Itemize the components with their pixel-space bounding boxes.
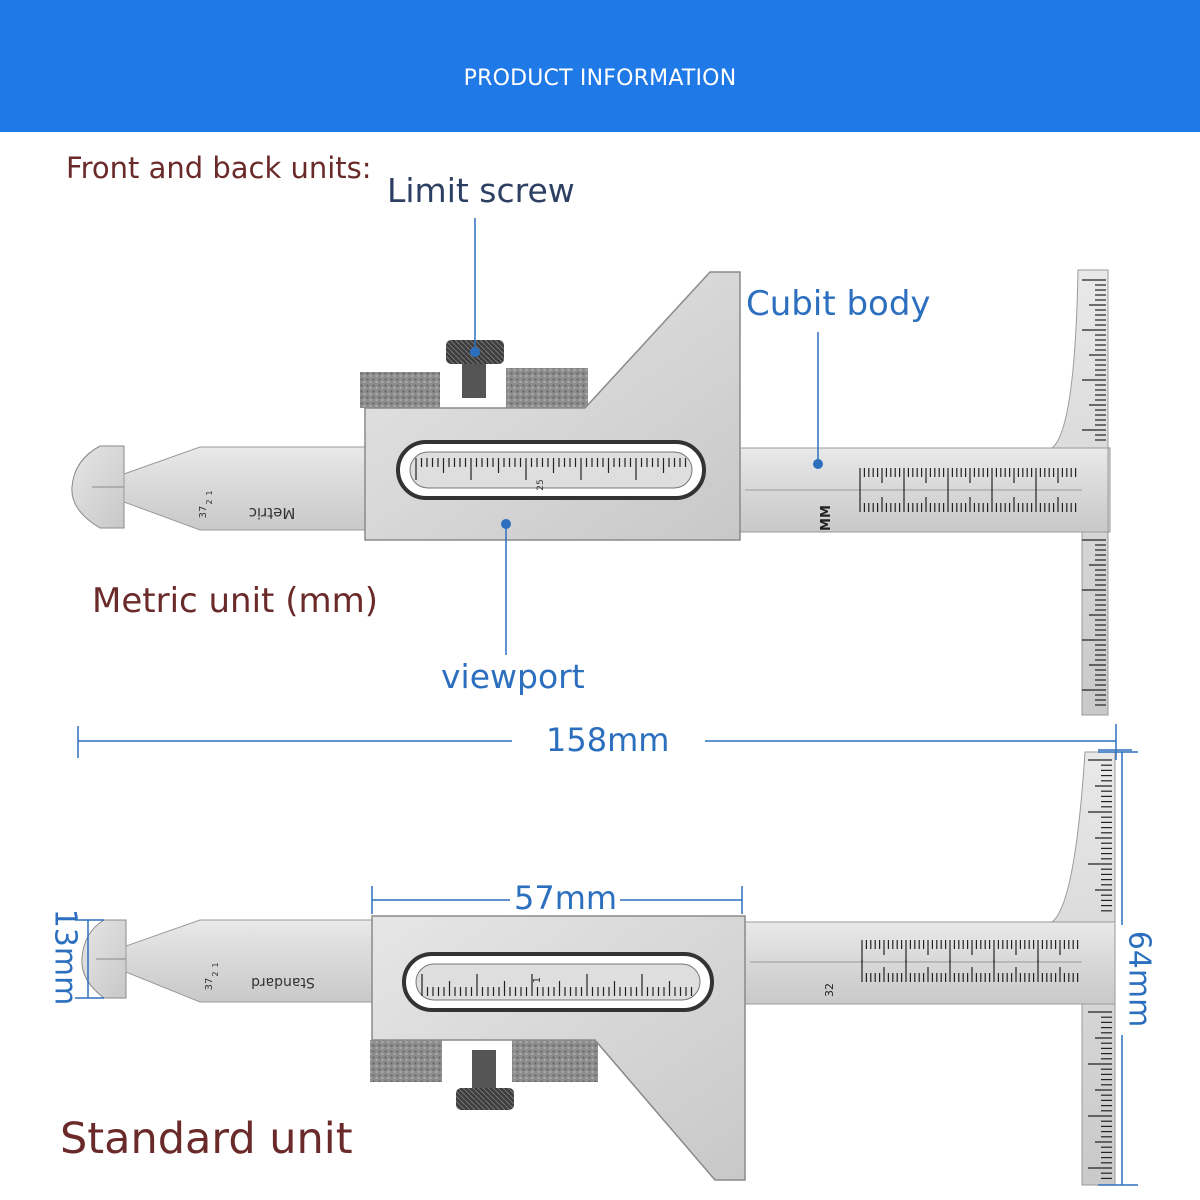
engraving-fraction-den: 2 xyxy=(205,499,214,504)
metric-gauge xyxy=(71,269,1111,716)
callout-lines xyxy=(75,218,1138,1186)
engraving-32: 32 xyxy=(823,983,836,997)
engraving-fraction-num: 1 xyxy=(205,490,214,495)
standard-cubit-bar xyxy=(744,921,1116,1005)
metric-grit-left xyxy=(360,372,440,408)
limit-screw-label: Limit screw xyxy=(387,171,575,210)
banner-title: PRODUCT INFORMATION xyxy=(463,66,737,91)
viewport-label: viewport xyxy=(441,657,585,696)
standard-grit-left xyxy=(370,1040,442,1082)
section-heading: Front and back units: xyxy=(66,151,372,185)
standard-body-scale xyxy=(861,940,1079,982)
header-banner: PRODUCT INFORMATION xyxy=(0,0,1200,132)
callout-dots xyxy=(470,347,823,529)
engraving-fraction-metric-whole: 37 xyxy=(198,506,209,519)
metric-body-scale xyxy=(859,468,1077,512)
metric-slider-shaft xyxy=(123,446,366,531)
engraving-standard: Standard xyxy=(251,974,315,990)
engraving-scale-25: 25 xyxy=(536,479,546,490)
metric-viewport-ticks xyxy=(415,458,687,480)
engraving-mm: MM xyxy=(819,505,834,531)
metric-blade-scale xyxy=(1082,279,1106,706)
standard-gauge xyxy=(81,751,1116,1186)
dimension-13mm: 13mm xyxy=(47,908,83,1006)
standard-grit-right xyxy=(512,1040,598,1082)
standard-viewport-ticks xyxy=(421,974,693,996)
engraving-fraction-den-2: 2 xyxy=(211,971,220,976)
standard-unit-label: Standard unit xyxy=(60,1114,353,1164)
standard-blade-scale xyxy=(1088,759,1112,1180)
standard-slider-shaft xyxy=(125,919,373,1003)
dimension-57mm: 57mm xyxy=(514,879,618,917)
metric-vertical-blade xyxy=(1050,269,1111,716)
metric-grit-right xyxy=(506,368,588,408)
cubit-body-label: Cubit body xyxy=(746,284,931,324)
engraving-fraction-standard-whole: 37 xyxy=(204,978,215,991)
metric-unit-label: Metric unit (mm) xyxy=(92,581,378,621)
standard-screw-shank xyxy=(472,1050,496,1090)
dimension-158mm: 158mm xyxy=(546,721,670,759)
standard-screw-knob xyxy=(456,1088,514,1110)
engraving-fraction-num-2: 1 xyxy=(211,962,220,967)
engraving-metric: Metric xyxy=(249,504,296,522)
dimension-64mm: 64mm xyxy=(1121,930,1157,1028)
metric-screw-shank xyxy=(462,360,486,398)
standard-vertical-blade xyxy=(1050,751,1116,1186)
engraving-scale-1: 1 xyxy=(532,977,543,983)
